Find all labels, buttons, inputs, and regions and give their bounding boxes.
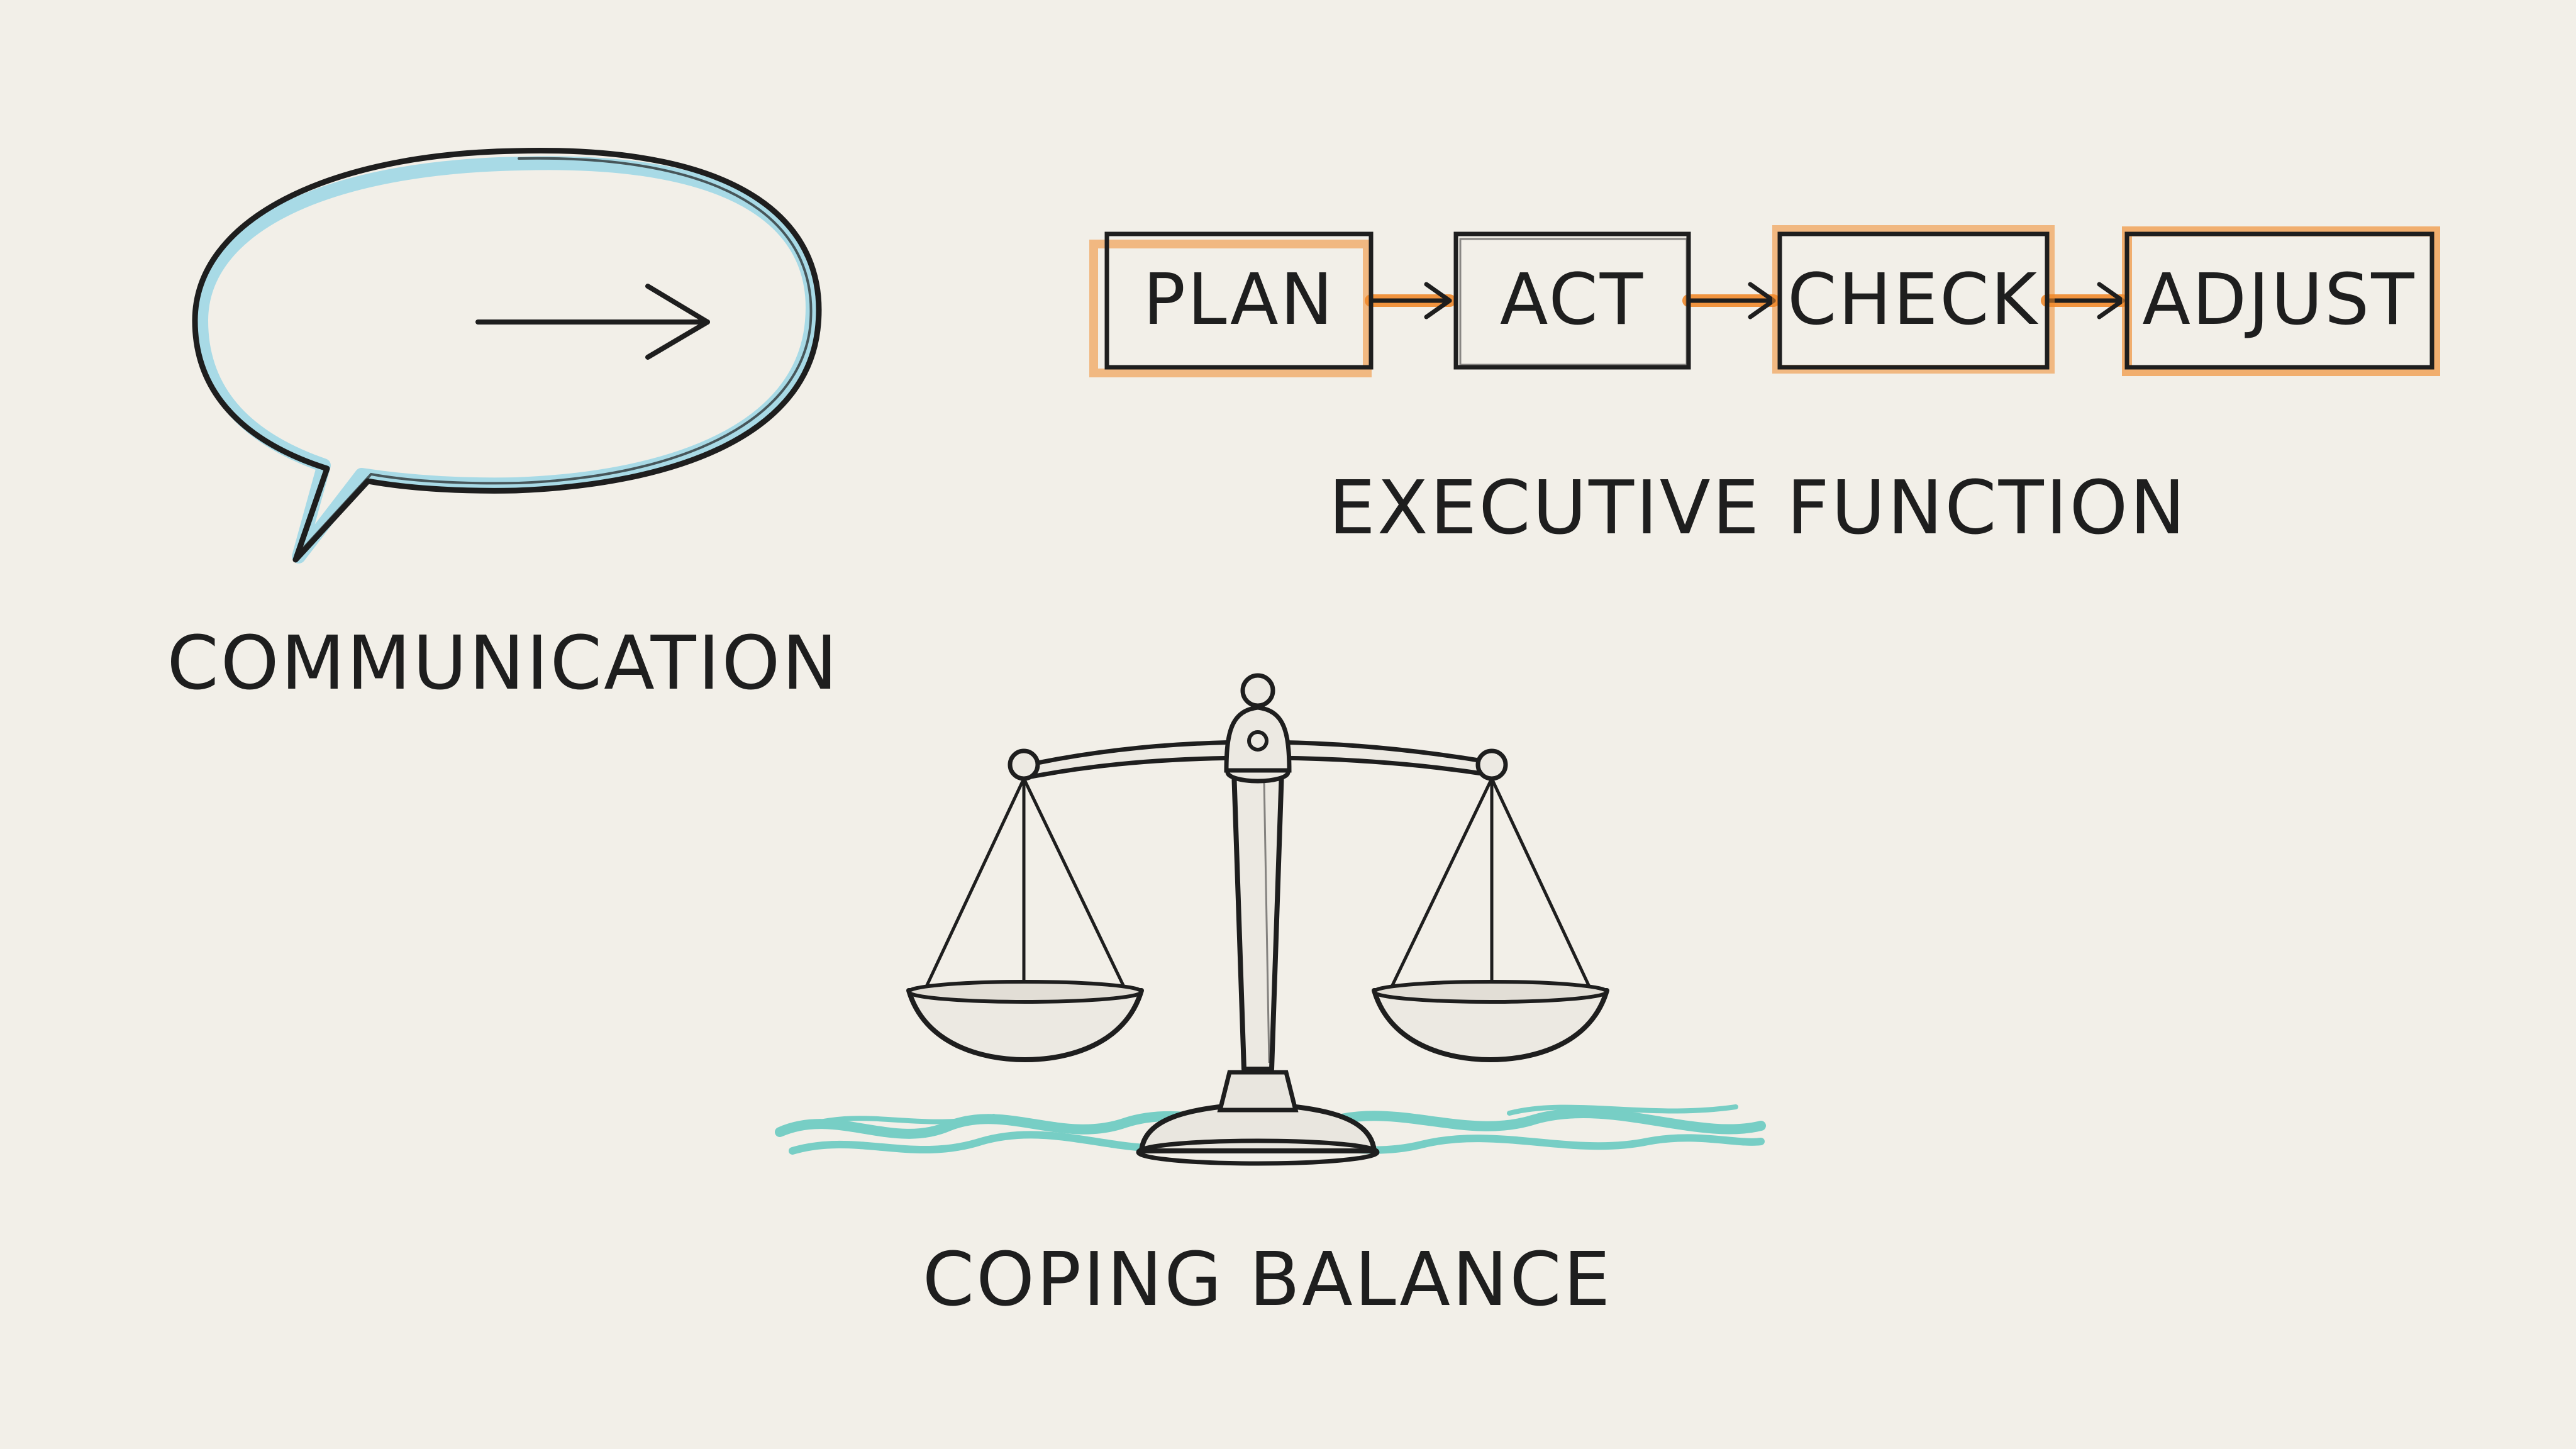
step-label-plan: PLAN <box>1143 259 1335 341</box>
communication-label: COMMUNICATION <box>167 619 839 706</box>
step-label-check: CHECK <box>1787 259 2039 341</box>
scale-pivot <box>1224 705 1292 773</box>
communication-group: COMMUNICATION <box>167 147 839 706</box>
scale-pan-right <box>1372 777 1609 1062</box>
scale-pan-left <box>906 777 1144 1062</box>
scale-pillar-shade <box>1263 779 1270 1063</box>
scale-base-rim <box>1136 1138 1380 1166</box>
executive-function-label: EXECUTIVE FUNCTION <box>1328 464 2187 551</box>
step-box-act: ACT <box>1453 231 1691 370</box>
step-box-adjust: ADJUST <box>2122 226 2440 376</box>
speech-bubble-icon <box>192 147 822 563</box>
scale-beam-end-left <box>1008 748 1040 781</box>
arrow-right-head <box>645 284 710 360</box>
scale-pivot-eye <box>1247 730 1269 752</box>
step-label-adjust: ADJUST <box>2142 259 2416 341</box>
step-label-act: ACT <box>1500 259 1645 341</box>
coping-balance-group: COPING BALANCE <box>775 673 1766 1323</box>
scale-beam-end-right <box>1475 748 1508 781</box>
scale-pedestal <box>1217 1070 1299 1113</box>
speech-bubble-sketch-line <box>302 157 813 550</box>
step-box-check: CHECK <box>1772 225 2055 374</box>
scale-pillar <box>1231 768 1284 1072</box>
coping-balance-label: COPING BALANCE <box>923 1236 1613 1323</box>
step-box-plan: PLAN <box>1089 231 1374 377</box>
executive-function-group: PLAN ACT CHECK ADJUST EXECUTIVE FUNCTION <box>1089 225 2440 551</box>
scale-pivot-knob <box>1240 673 1275 708</box>
